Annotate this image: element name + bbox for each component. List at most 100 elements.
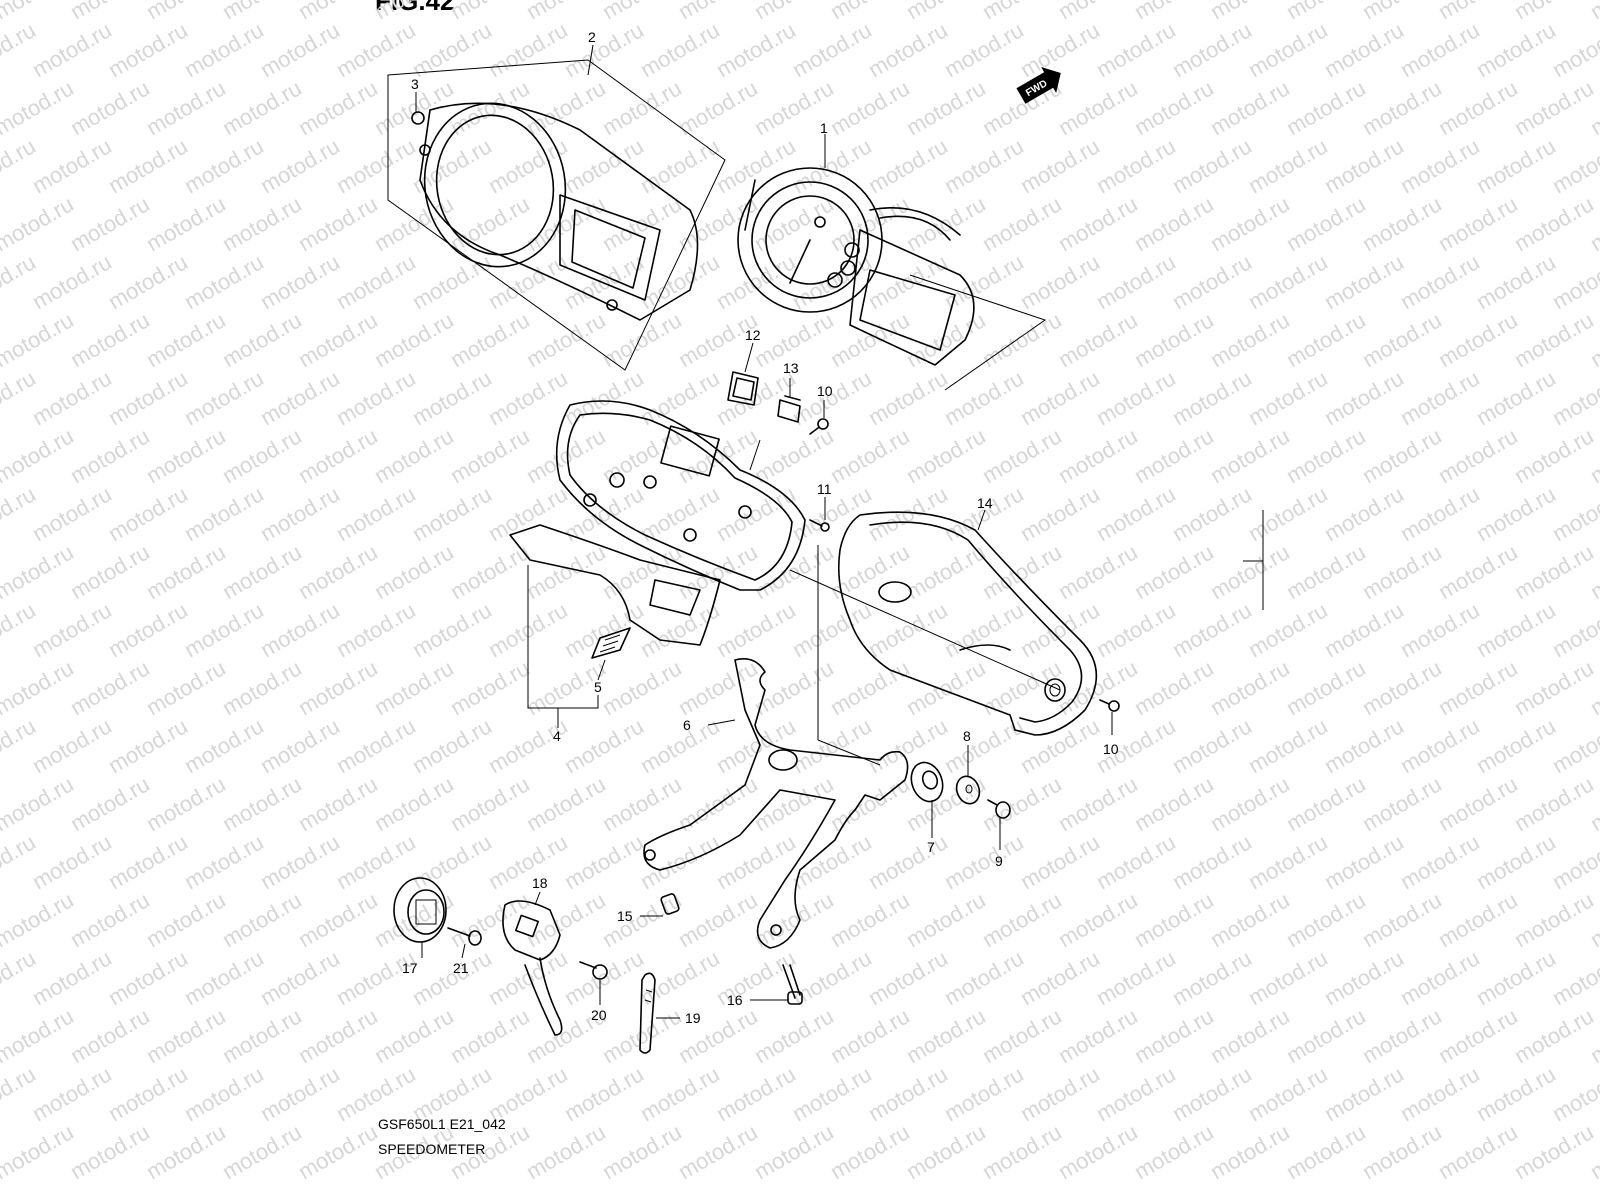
callout-13: 13 xyxy=(783,360,799,376)
watermark-text: motod.ru xyxy=(636,133,724,198)
watermark-text: motod.ru xyxy=(0,887,78,952)
watermark-text: motod.ru xyxy=(940,133,1028,198)
watermark-text: motod.ru xyxy=(1054,539,1142,604)
callout-17: 17 xyxy=(402,960,418,976)
watermark-text: motod.ru xyxy=(142,771,230,836)
watermark-text: motod.ru xyxy=(142,1119,230,1184)
watermark-text: motod.ru xyxy=(218,191,306,256)
watermark-text: motod.ru xyxy=(28,1061,116,1126)
watermark-text: motod.ru xyxy=(1244,365,1332,430)
watermark-text: motod.ru xyxy=(180,481,268,546)
watermark-text: motod.ru xyxy=(1320,829,1408,894)
watermark-text: motod.ru xyxy=(522,307,610,372)
watermark-text: motod.ru xyxy=(180,713,268,778)
watermark-text: motod.ru xyxy=(104,249,192,314)
watermark-text: motod.ru xyxy=(1358,423,1446,488)
watermark-text: motod.ru xyxy=(712,597,800,662)
callout-10-upper: 10 xyxy=(817,383,833,399)
watermark-text: motod.ru xyxy=(940,597,1028,662)
watermark-text: motod.ru xyxy=(1206,1119,1294,1184)
emblem-part xyxy=(591,627,631,659)
watermark-text: motod.ru xyxy=(294,307,382,372)
watermark-text: motod.ru xyxy=(66,1003,154,1068)
watermark-text: motod.ru xyxy=(1548,249,1600,314)
watermark-text: motod.ru xyxy=(1510,1003,1598,1068)
watermark-text: motod.ru xyxy=(712,829,800,894)
callout-10-lower: 10 xyxy=(1103,741,1119,757)
watermark-text: motod.ru xyxy=(1358,1003,1446,1068)
watermark-text: motod.ru xyxy=(1434,771,1522,836)
watermark-text: motod.ru xyxy=(104,133,192,198)
watermark-text: motod.ru xyxy=(1358,539,1446,604)
watermark-text: motod.ru xyxy=(1016,945,1104,1010)
watermark-text: motod.ru xyxy=(1510,0,1598,24)
watermark-text: motod.ru xyxy=(1548,1061,1600,1126)
bulb-socket-part xyxy=(727,371,759,406)
watermark-text: motod.ru xyxy=(408,829,496,894)
watermark-text: motod.ru xyxy=(28,133,116,198)
watermark-text: motod.ru xyxy=(712,133,800,198)
watermark-text: motod.ru xyxy=(256,713,344,778)
watermark-text: motod.ru xyxy=(408,945,496,1010)
watermark-text: motod.ru xyxy=(218,655,306,720)
watermark-text: motod.ru xyxy=(522,423,610,488)
watermark-text: motod.ru xyxy=(1282,539,1370,604)
watermark-text: motod.ru xyxy=(1472,481,1560,546)
watermark-text: motod.ru xyxy=(1206,771,1294,836)
watermark-text: motod.ru xyxy=(1168,133,1256,198)
watermark-text: motod.ru xyxy=(332,945,420,1010)
watermark-text: motod.ru xyxy=(1320,481,1408,546)
watermark-text: motod.ru xyxy=(1016,17,1104,82)
watermark-text: motod.ru xyxy=(28,945,116,1010)
figure-title: FIG.42 xyxy=(375,0,455,16)
watermark-text: motod.ru xyxy=(1206,307,1294,372)
watermark-text: motod.ru xyxy=(1130,307,1218,372)
watermark-text: motod.ru xyxy=(218,1003,306,1068)
watermark-text: motod.ru xyxy=(978,307,1066,372)
watermark-text: motod.ru xyxy=(560,1061,648,1126)
watermark-text: motod.ru xyxy=(256,365,344,430)
callout-5: 5 xyxy=(594,679,602,695)
watermark-text: motod.ru xyxy=(1548,133,1600,198)
watermark-text: motod.ru xyxy=(1168,829,1256,894)
watermark-text: motod.ru xyxy=(256,249,344,314)
watermark-text: motod.ru xyxy=(484,713,572,778)
watermark-text: motod.ru xyxy=(332,829,420,894)
watermark-text: motod.ru xyxy=(66,539,154,604)
watermark-text: motod.ru xyxy=(1130,423,1218,488)
watermark-text: motod.ru xyxy=(560,17,648,82)
watermark-text: motod.ru xyxy=(1206,191,1294,256)
watermark-text: motod.ru xyxy=(1434,1003,1522,1068)
watermark-text: motod.ru xyxy=(712,1061,800,1126)
watermark-text: motod.ru xyxy=(978,539,1066,604)
harness-clamp-part xyxy=(502,900,563,1036)
screw-part xyxy=(809,418,829,435)
watermark-text: motod.ru xyxy=(408,481,496,546)
callout-1: 1 xyxy=(820,120,828,136)
watermark-text: motod.ru xyxy=(446,1003,534,1068)
watermark-text: motod.ru xyxy=(1396,1061,1484,1126)
watermark-text: motod.ru xyxy=(1054,655,1142,720)
watermark-text: motod.ru xyxy=(0,191,78,256)
watermark-text: motod.ru xyxy=(104,481,192,546)
watermark-text: motod.ru xyxy=(142,539,230,604)
watermark-text: motod.ru xyxy=(218,307,306,372)
watermark-text: motod.ru xyxy=(218,771,306,836)
watermark-text: motod.ru xyxy=(750,423,838,488)
watermark-text: motod.ru xyxy=(142,75,230,140)
watermark-text: motod.ru xyxy=(294,423,382,488)
watermark-text: motod.ru xyxy=(256,829,344,894)
watermark-text: motod.ru xyxy=(750,771,838,836)
watermark-text: motod.ru xyxy=(1092,829,1180,894)
watermark-text: motod.ru xyxy=(1358,655,1446,720)
watermark-text: motod.ru xyxy=(1396,597,1484,662)
watermark-text: motod.ru xyxy=(142,423,230,488)
watermark-text: motod.ru xyxy=(1244,713,1332,778)
washer-part xyxy=(955,775,981,805)
watermark-text: motod.ru xyxy=(598,655,686,720)
watermark-text: motod.ru xyxy=(142,191,230,256)
model-code: GSF650L1 E21_042 xyxy=(378,1116,506,1132)
watermark-text: motod.ru xyxy=(864,133,952,198)
watermark-text: motod.ru xyxy=(28,481,116,546)
watermark-text: motod.ru xyxy=(1282,887,1370,952)
